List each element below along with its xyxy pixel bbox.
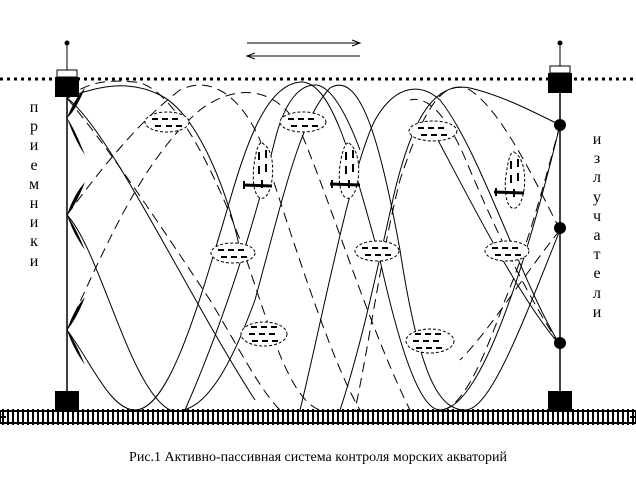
- wave-dashed-a: [66, 80, 321, 411]
- label-letter: л: [593, 284, 601, 302]
- label-letter: а: [593, 227, 601, 245]
- label-letter: т: [593, 246, 601, 264]
- receiver-mast: [55, 40, 79, 411]
- figure-caption: Рис.1 Активно-пассивная система контроля…: [129, 450, 507, 465]
- label-letter: м: [28, 175, 40, 193]
- targets-horizontal: [144, 111, 530, 354]
- vertical-target-2: [329, 142, 361, 199]
- wave-dashed-e: [439, 124, 561, 411]
- label-letter: ч: [592, 207, 602, 225]
- emitter-1: [554, 119, 566, 131]
- wave-solid-f: [299, 88, 561, 411]
- target-7: [240, 321, 288, 347]
- label-letter: и: [29, 137, 39, 155]
- seabed: [0, 409, 636, 425]
- vertical-target-3: [493, 151, 526, 209]
- target-6: [484, 240, 530, 262]
- label-letter: и: [592, 131, 602, 148]
- wave-solid-c: [66, 81, 561, 411]
- label-letter: р: [30, 118, 38, 136]
- wave-dashed-g: [409, 98, 561, 346]
- label-letter: н: [29, 195, 39, 213]
- wave-dashed-b: [66, 84, 361, 411]
- emitter-3: [554, 337, 566, 349]
- target-2: [279, 111, 327, 133]
- wave-solid-a: [66, 97, 256, 401]
- target-8: [405, 328, 455, 354]
- wave-dashed-c: [66, 92, 411, 411]
- emitter-mast: [548, 40, 572, 411]
- receiver-hydrophones: [67, 88, 85, 365]
- hydrophone-1-upper: [67, 88, 85, 118]
- label-letter: з: [593, 150, 601, 168]
- wave-dashed-h: [459, 229, 561, 361]
- target-1: [144, 111, 190, 133]
- label-letter: л: [593, 169, 601, 187]
- label-letter: и: [29, 252, 39, 270]
- wave-dashed-f: [66, 97, 281, 411]
- wave-solid-g: [66, 85, 241, 251]
- emitter-2: [554, 222, 566, 234]
- hydrophone-3-upper: [67, 297, 85, 330]
- label-letter: и: [29, 214, 39, 232]
- hydrophone-2-lower: [67, 215, 85, 250]
- vertical-target-1: [242, 142, 274, 199]
- hydrophone-3-lower: [67, 330, 85, 365]
- target-4: [210, 242, 256, 264]
- target-3: [408, 120, 458, 142]
- label-letter: е: [30, 156, 38, 174]
- targets-vertical: [242, 142, 526, 209]
- wave-solid-d: [184, 84, 361, 411]
- wave-solid-e: [339, 86, 561, 411]
- label-letter: к: [30, 233, 38, 251]
- direction-arrows: [245, 39, 362, 60]
- label-letter: у: [593, 188, 601, 206]
- label-letter: и: [592, 303, 602, 321]
- wave-dashed-d: [354, 86, 561, 411]
- hydrophone-2-upper: [67, 182, 85, 215]
- wave-solid-h: [429, 124, 561, 346]
- target-5: [354, 240, 400, 262]
- wave-paths: [66, 80, 561, 412]
- hydrophone-1-lower: [67, 118, 85, 155]
- label-letter: п: [29, 99, 39, 116]
- label-letter: е: [593, 265, 601, 283]
